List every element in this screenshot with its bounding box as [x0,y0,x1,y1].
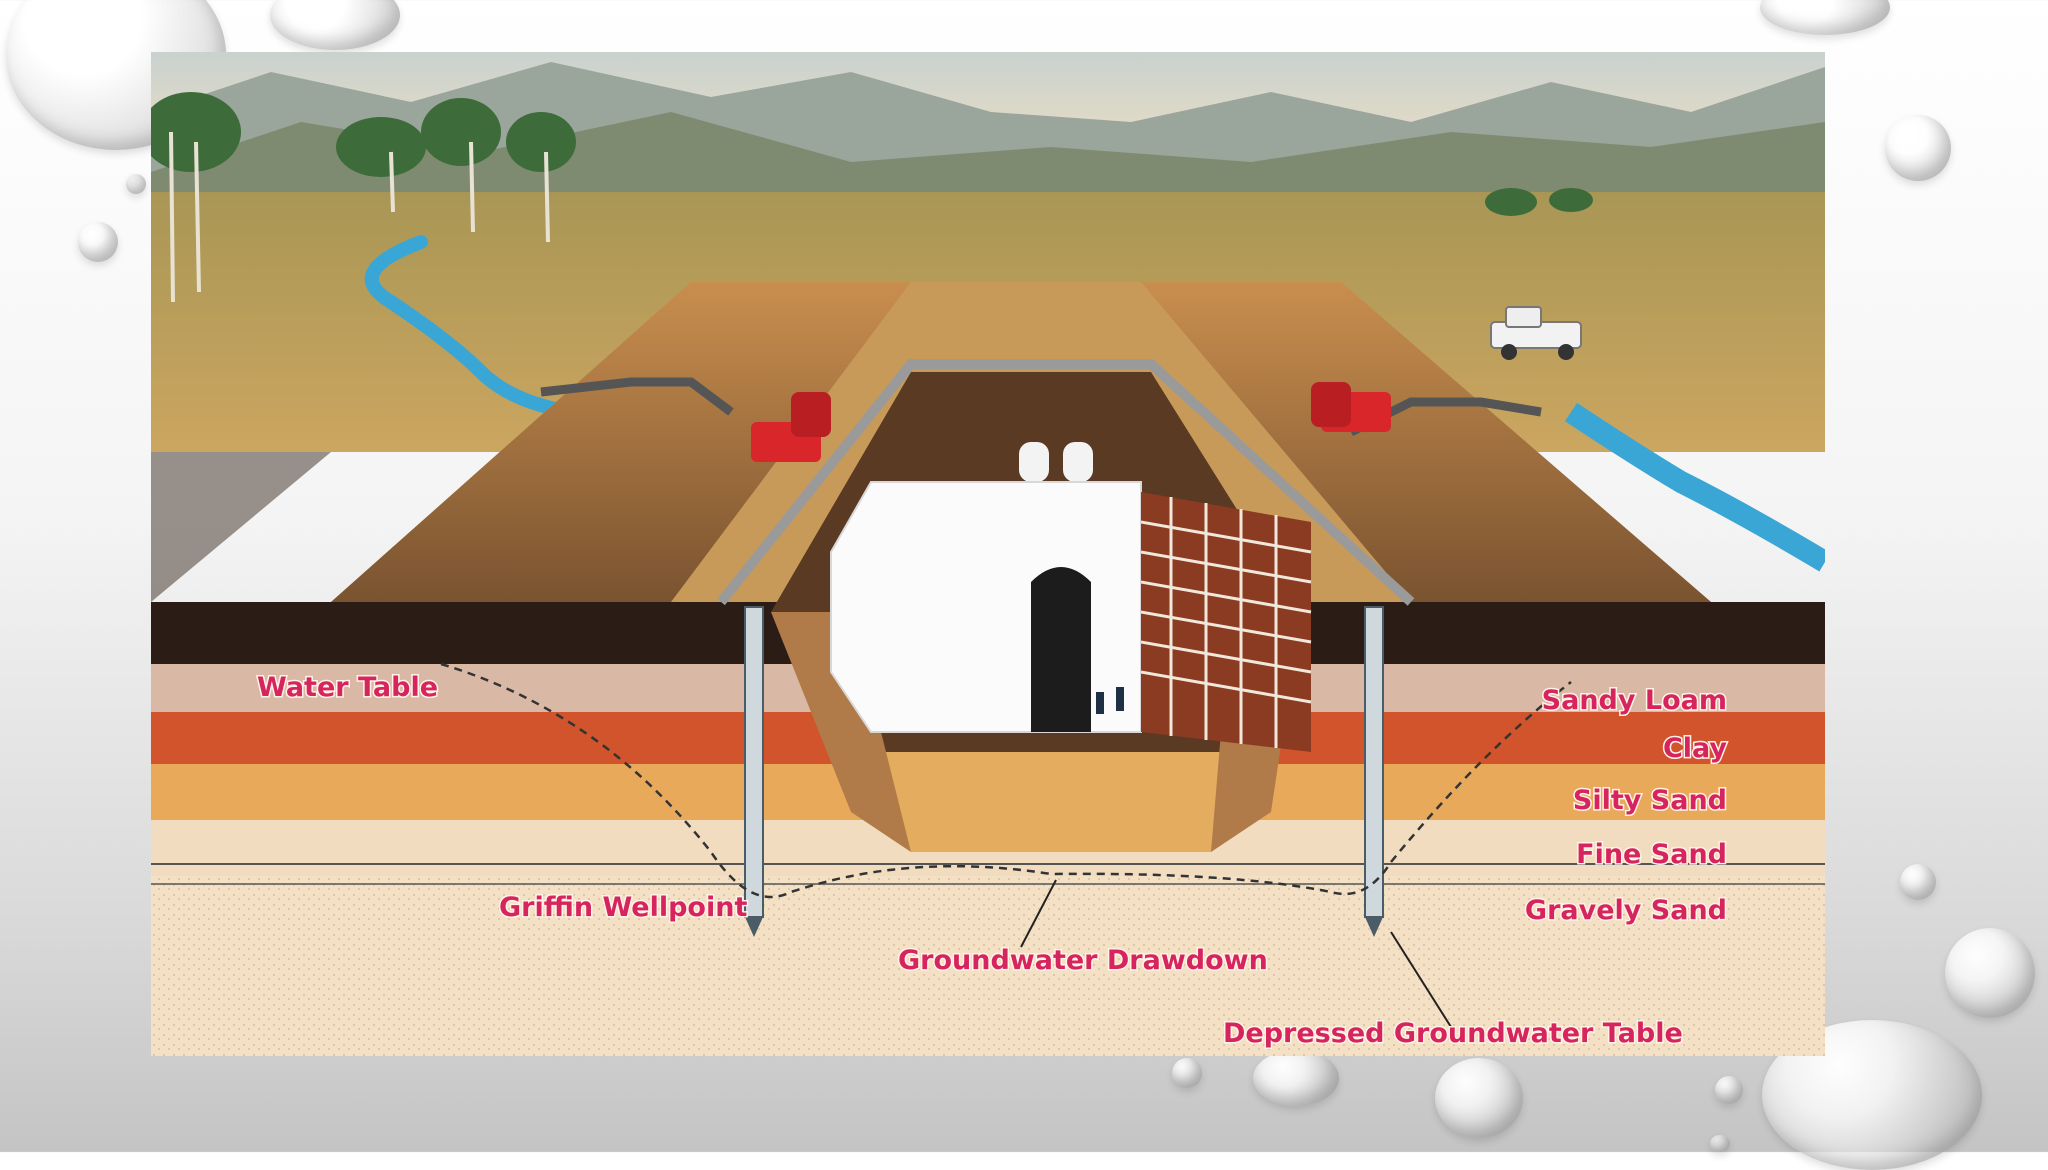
workers [1096,687,1124,714]
pickup-truck [1490,306,1582,360]
water-droplet [1710,1135,1730,1152]
pump-left [751,392,831,462]
label-fine-sand: Fine Sand [1576,839,1727,870]
water-droplet [1900,864,1936,900]
water-droplet [126,174,146,194]
water-droplet [1253,1050,1339,1106]
concrete-structure [830,442,1142,733]
water-droplet [1715,1076,1743,1104]
pit-slope-right [1141,282,1711,602]
water-droplet [1760,0,1890,35]
label-water-table: Water Table [257,672,438,703]
river-left [364,235,578,419]
water-droplet [1885,115,1951,181]
water-droplet [78,222,118,262]
header-pipe [717,359,1415,606]
label-gravely-sand: Gravely Sand [1525,895,1727,926]
tree-line [151,92,1593,216]
label-sandy-loam: Sandy Loam [1542,685,1727,716]
drawdown-curve [440,662,1572,899]
label-depressed-groundwater-table: Depressed Groundwater Table [1223,1018,1683,1049]
label-clay: Clay [1663,733,1727,764]
water-droplet [1172,1058,1202,1088]
excavation-floor [851,752,1231,852]
water-droplet [1435,1058,1523,1138]
dewatering-diagram: Water Table Griffin Wellpoint Groundwate… [151,52,1825,1056]
formwork [1140,492,1312,752]
label-griffin-wellpoint: Griffin Wellpoint [499,892,747,923]
wellpoint-right [1364,606,1384,937]
gravely-sand-layer [151,876,1825,1056]
pump-right [1311,382,1391,432]
wellpoint-left [744,606,764,937]
label-silty-sand: Silty Sand [1573,785,1727,816]
water-droplet [270,0,400,50]
water-droplet [1945,928,2035,1018]
river-right [1564,402,1825,572]
pit-slope-left [331,282,911,602]
label-groundwater-drawdown: Groundwater Drawdown [898,945,1268,976]
